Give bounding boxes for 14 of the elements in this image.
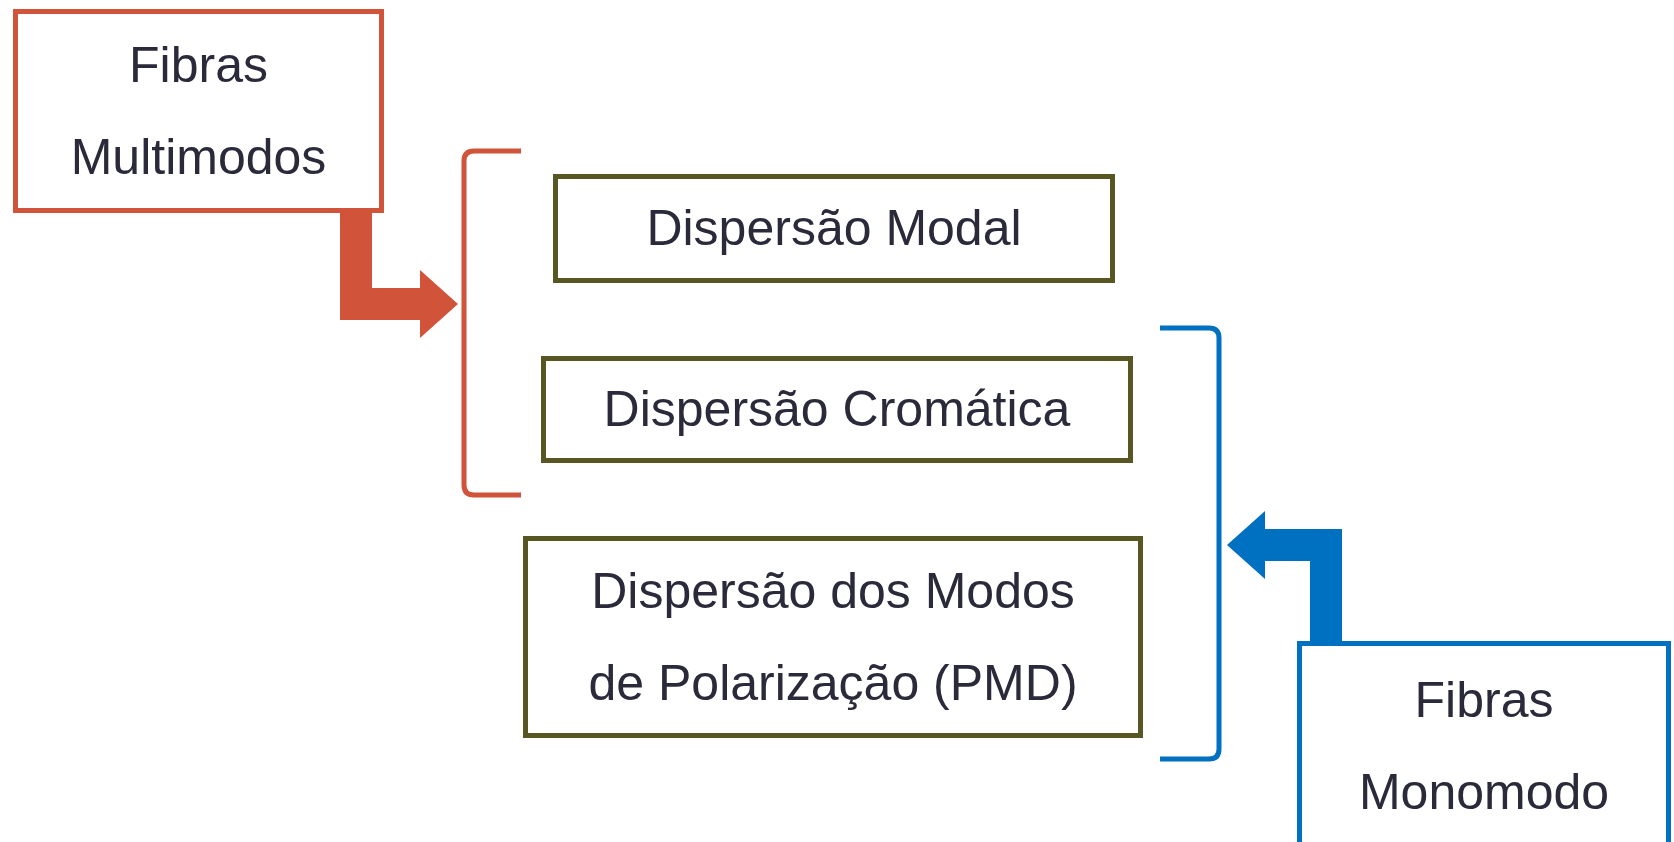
fiber-type-box	[13, 9, 384, 213]
box-label: Fibras Monomodo	[1357, 670, 1611, 822]
elbow-arrow	[340, 213, 458, 338]
bracket	[460, 148, 524, 498]
dispersion-box	[541, 356, 1133, 463]
bracket	[1157, 325, 1223, 762]
fiber-type-box	[1297, 641, 1671, 842]
box-label: Dispersão dos Modos de Polarização (PMD)	[587, 561, 1079, 713]
dispersion-box	[523, 536, 1143, 738]
dispersion-box	[553, 174, 1115, 283]
box-label: Dispersão Modal	[646, 199, 1022, 259]
box-label: Fibras Multimodos	[69, 35, 328, 187]
box-label: Dispersão Cromática	[603, 380, 1071, 440]
elbow-arrow	[1227, 511, 1342, 641]
